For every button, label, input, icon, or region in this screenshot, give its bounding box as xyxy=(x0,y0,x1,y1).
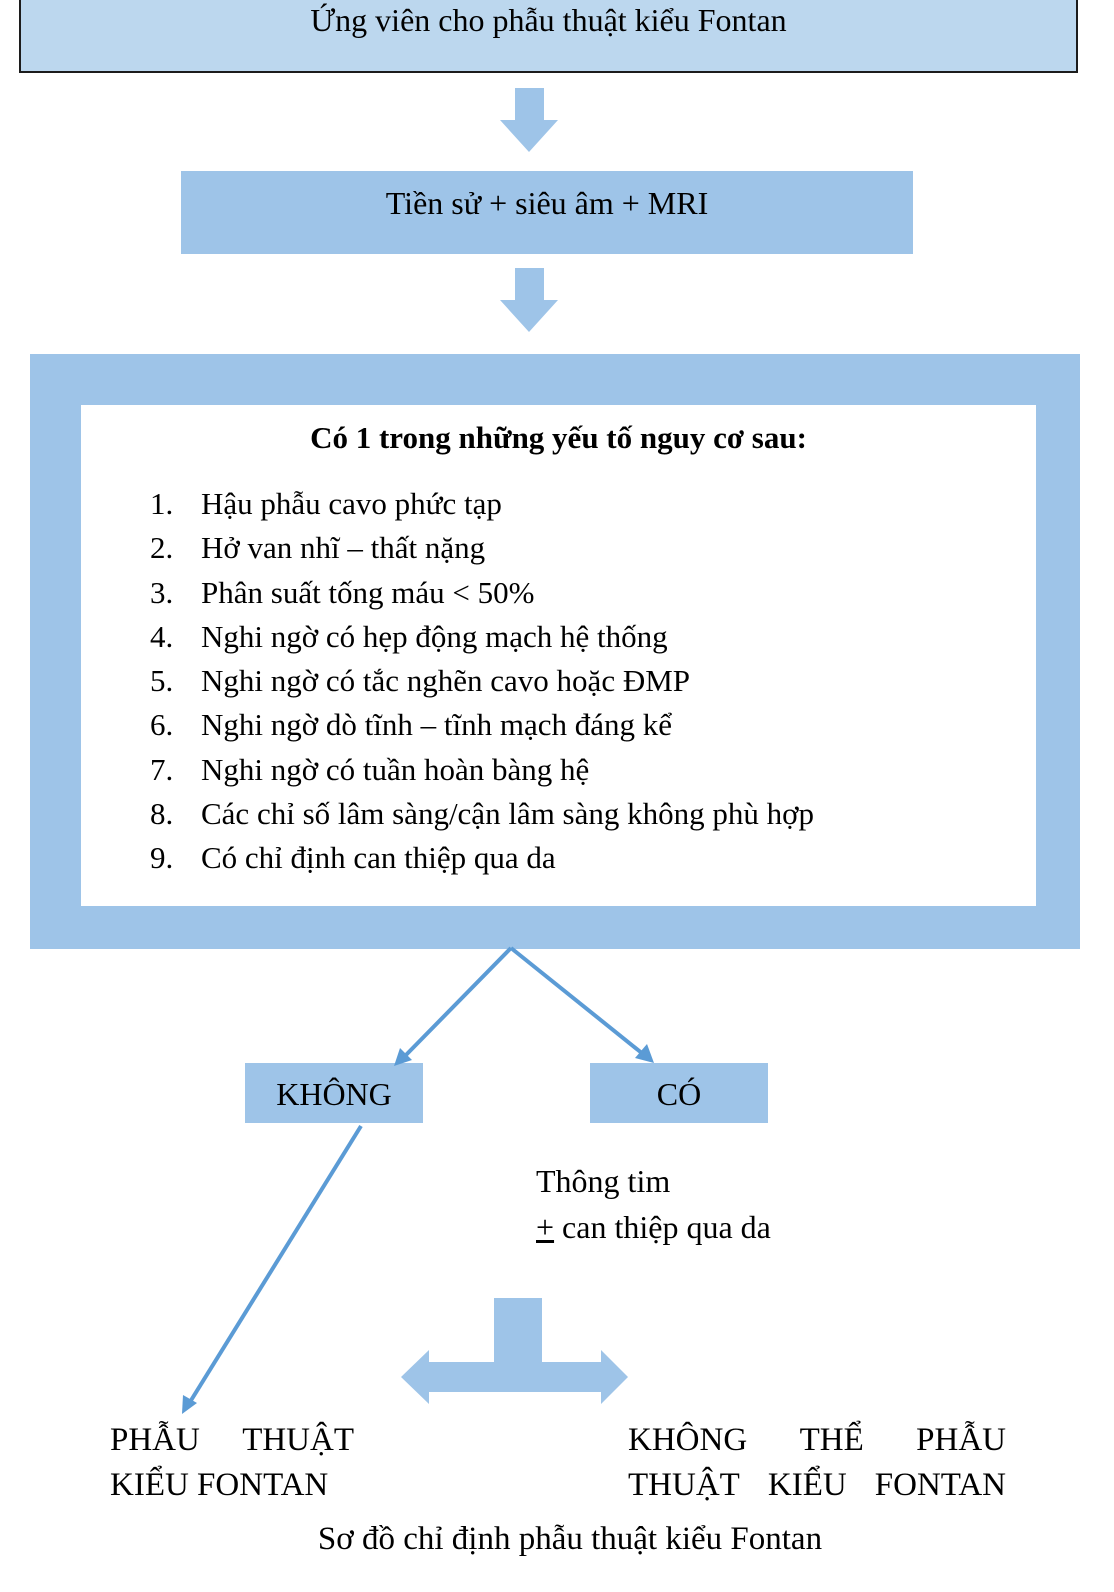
item-text: Nghi ngờ dò tĩnh – tĩnh mạch đáng kể xyxy=(201,707,672,743)
note-line-2-text: can thiệp qua da xyxy=(554,1209,771,1245)
item-text: Nghi ngờ có tuần hoàn bàng hệ xyxy=(201,751,590,787)
item-number: 4. xyxy=(150,618,174,654)
risk-factor-item: 5. Nghi ngờ có tắc nghẽn cavo hoặc ĐMP xyxy=(150,659,814,703)
down-arrow-icon xyxy=(500,268,558,332)
outcome-fontan: PHẪU THUẬT KIỂU FONTAN xyxy=(110,1418,354,1508)
yes-branch-note: Thông tim + can thiệp qua da xyxy=(536,1158,771,1250)
risk-factor-item: 7. Nghi ngờ có tuần hoàn bàng hệ xyxy=(150,748,814,792)
item-text: Hở van nhĩ – thất nặng xyxy=(201,530,486,566)
outcome-word: THUẬT xyxy=(242,1422,354,1458)
item-text: Phân suất tống máu < 50% xyxy=(201,574,535,610)
item-text: Nghi ngờ có tắc nghẽn cavo hoặc ĐMP xyxy=(201,663,691,699)
item-number: 8. xyxy=(150,796,174,832)
note-line-1: Thông tim xyxy=(536,1163,671,1199)
history-label: Tiền sử + siêu âm + MRI xyxy=(385,185,709,221)
candidate-label: Ứng viên cho phẫu thuật kiểu Fontan xyxy=(310,2,787,38)
branch-line-no xyxy=(402,946,513,1059)
outcome-no-fontan-line-2: THUẬT KIỂU FONTAN xyxy=(628,1463,1006,1508)
branch-line-yes xyxy=(509,946,645,1056)
note-line-2: + can thiệp qua da xyxy=(536,1204,771,1250)
branch-yes-box: CÓ xyxy=(590,1063,768,1123)
risk-factor-item: 3. Phân suất tống máu < 50% xyxy=(150,571,814,615)
risk-factor-item: 1. Hậu phẫu cavo phức tạp xyxy=(150,482,814,526)
risk-factor-item: 8. Các chỉ số lâm sàng/cận lâm sàng không… xyxy=(150,792,814,836)
item-text: Nghi ngờ có hẹp động mạch hệ thống xyxy=(201,618,668,654)
outcome-word: FONTAN xyxy=(874,1467,1006,1503)
item-number: 6. xyxy=(150,707,174,743)
arrowhead-icon xyxy=(394,1048,412,1066)
item-number: 2. xyxy=(150,530,174,566)
outcome-word: PHẪU xyxy=(916,1422,1006,1458)
branch-no-label: KHÔNG xyxy=(276,1076,392,1112)
outcome-word: THỂ xyxy=(799,1422,864,1458)
risk-factor-item: 2. Hở van nhĩ – thất nặng xyxy=(150,526,814,570)
item-text: Hậu phẫu cavo phức tạp xyxy=(201,486,502,521)
outcome-word: THUẬT xyxy=(628,1467,740,1503)
outcome-word: PHẪU xyxy=(110,1422,200,1458)
branch-no-box: KHÔNG xyxy=(245,1063,423,1123)
outcome-fontan-line-2: KIỂU FONTAN xyxy=(110,1467,329,1503)
item-number: 7. xyxy=(150,751,174,787)
arrowhead-icon xyxy=(182,1395,197,1414)
split-arrow-icon xyxy=(401,1298,628,1404)
history-box: Tiền sử + siêu âm + MRI xyxy=(181,171,913,254)
item-number: 5. xyxy=(150,663,174,699)
risk-factor-item: 9. Có chỉ định can thiệp qua da xyxy=(150,836,814,880)
risk-factor-item: 4. Nghi ngờ có hẹp động mạch hệ thống xyxy=(150,615,814,659)
item-number: 9. xyxy=(150,840,174,876)
arrowhead-icon xyxy=(635,1044,654,1063)
branch-yes-label: CÓ xyxy=(656,1076,702,1112)
item-text: Các chỉ số lâm sàng/cận lâm sàng không p… xyxy=(201,796,815,832)
candidate-box: Ứng viên cho phẫu thuật kiểu Fontan xyxy=(19,0,1078,73)
outcome-no-fontan-line-1: KHÔNG THỂ PHẪU xyxy=(628,1418,1006,1463)
item-number: 3. xyxy=(150,574,174,610)
plus-minus-sign: + xyxy=(536,1209,555,1245)
outcome-word: KHÔNG xyxy=(628,1422,748,1458)
item-number: 1. xyxy=(150,486,174,521)
no-to-fontan-line xyxy=(188,1124,363,1404)
outcome-no-fontan: KHÔNG THỂ PHẪU THUẬT KIỂU FONTAN xyxy=(628,1418,1006,1508)
item-text: Có chỉ định can thiệp qua da xyxy=(201,840,556,876)
risk-factor-item: 6. Nghi ngờ dò tĩnh – tĩnh mạch đáng kể xyxy=(150,703,814,747)
outcome-word: KIỂU xyxy=(767,1467,847,1503)
risk-factor-panel xyxy=(81,405,1036,906)
risk-factor-list: 1. Hậu phẫu cavo phức tạp 2. Hở van nhĩ – … xyxy=(150,482,814,881)
risk-factor-title: Có 1 trong những yếu tố nguy cơ sau: xyxy=(310,420,807,455)
diagram-caption: Sơ đồ chỉ định phẫu thuật kiểu Fontan xyxy=(317,1521,823,1557)
down-arrow-icon xyxy=(500,88,558,152)
outcome-fontan-line-1: PHẪU THUẬT xyxy=(110,1418,354,1463)
